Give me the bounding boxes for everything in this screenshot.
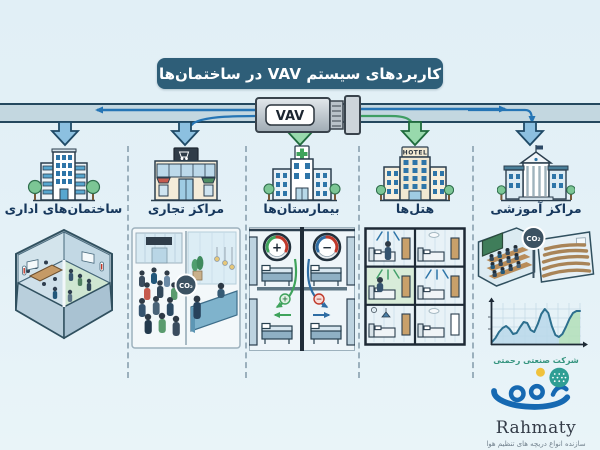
chart-axes (490, 301, 583, 346)
column-divider (358, 146, 360, 378)
school-icon (497, 145, 575, 202)
branch-arrow-commercial (169, 121, 201, 147)
tree-icon (376, 184, 454, 200)
vav-label: VAV (276, 109, 304, 124)
hotel-rooms-illustration (364, 227, 466, 346)
office-building-icon (27, 148, 100, 202)
awning-right (201, 177, 216, 184)
logo-block: شرکت صنعتی رحمتی Rahmaty سازنده انواع در… (472, 356, 600, 448)
rahmaty-logo-mark (491, 367, 571, 410)
co2-chart (488, 297, 588, 348)
svg-text:−: − (321, 241, 331, 255)
vav-damper-ribs (329, 100, 344, 130)
shopping-center-icon (151, 147, 221, 202)
logo-yellow-dot (536, 367, 545, 377)
flag-icon (536, 145, 543, 150)
logo-brand-name: Rahmaty (495, 418, 577, 438)
hanging-lamps (214, 247, 235, 270)
svg-text:CO₂: CO₂ (526, 235, 540, 243)
column-divider (127, 146, 129, 378)
columns (526, 166, 547, 196)
wall-screen (26, 259, 38, 271)
crowd-people (138, 267, 180, 336)
co2-chart-line (491, 308, 581, 343)
hospital-icon (262, 145, 341, 202)
negative-badge: − (312, 293, 325, 305)
tree-icon (27, 179, 100, 200)
logo-teal-circle (549, 367, 570, 388)
pressure-gauge-negative: − (312, 232, 341, 262)
ceiling-lights (370, 232, 440, 318)
positive-badge: + (278, 293, 291, 305)
awning-left (156, 177, 171, 184)
branch-arrow-offices (49, 121, 81, 147)
column-label-offices: ساختمان‌های اداری (4, 201, 123, 216)
chalkboard (481, 232, 504, 257)
hotel-guest-sitting (376, 277, 384, 292)
visitor (193, 295, 201, 319)
medical-cross-icon (296, 148, 307, 160)
wall-screen (81, 251, 94, 264)
center-wall (299, 227, 304, 351)
duct-system: VAV (0, 95, 600, 147)
co2-badge: CO₂ (174, 273, 198, 297)
svg-text:+: + (281, 295, 287, 304)
meeting-table (28, 264, 63, 282)
thermometer-icon (21, 261, 104, 276)
negative-airflow-arrow (306, 258, 328, 308)
mall-sign (146, 237, 172, 245)
students (486, 245, 533, 279)
hotel-icon: HOTEL (376, 146, 454, 202)
tree-icon (262, 183, 341, 200)
office-people (52, 268, 91, 302)
empty-rows (541, 243, 592, 278)
mall-entrance (151, 247, 168, 264)
column-commercial: مراکز تجاری (127, 144, 245, 384)
positive-airflow-arrow (275, 258, 297, 308)
column-hospitals: بیمارستان‌ها (245, 144, 358, 384)
column-divider (245, 146, 247, 378)
office-interior-illustration (14, 228, 113, 340)
column-hotels: HOTEL هتل‌ها (358, 144, 472, 384)
column-education: مراکز آموزشی (472, 144, 600, 384)
vav-label-plate (265, 104, 315, 126)
logo-tagline: سازنده انواع دریچه های تنظیم هوا (486, 440, 586, 448)
svg-text:−: − (315, 295, 321, 304)
mall-crowd-illustration: CO₂ (131, 227, 241, 349)
column-label-education: مراکز آموزشی (490, 201, 582, 216)
page-title: کاربردهای سیستم VAV در ساختمان‌ها (158, 64, 442, 83)
airflow-vents (376, 231, 449, 280)
hotel-sign: HOTEL (403, 150, 428, 157)
column-label-hotels: هتل‌ها (395, 201, 435, 216)
hospital-beds (260, 264, 342, 344)
branch-arrow-hotels (399, 121, 431, 147)
svg-text:+: + (271, 241, 281, 255)
column-divider (472, 146, 474, 378)
pediment (518, 151, 554, 164)
tree-icon (497, 185, 575, 200)
vav-unit: VAV (255, 95, 361, 135)
column-label-hospitals: بیمارستان‌ها (263, 201, 340, 216)
room-doors (401, 237, 460, 336)
hospital-pressure-illustration: + − + − (248, 227, 355, 351)
column-offices: ساختمان‌های اداری (0, 144, 127, 384)
co2-chart-fill-green (558, 311, 580, 344)
hotel-guest-standing (384, 241, 392, 260)
cart-icon (178, 151, 190, 161)
svg-text:CO₂: CO₂ (179, 282, 193, 290)
branch-arrow-education (514, 121, 546, 147)
duct-coupling (344, 95, 361, 135)
column-label-commercial: مراکز تجاری (147, 201, 225, 216)
hotel-beds (368, 247, 445, 338)
receptionist (217, 282, 225, 298)
co2-badge: CO₂ (521, 226, 546, 278)
logo-company-name: شرکت صنعتی رحمتی (493, 356, 579, 365)
plant-icon (191, 256, 204, 281)
pressure-gauge-positive: + (262, 232, 291, 262)
title-banner: کاربردهای سیستم VAV در ساختمان‌ها (157, 58, 443, 89)
classroom-illustration: CO₂ (477, 226, 595, 287)
co2-chart-fill-blue (492, 309, 559, 344)
